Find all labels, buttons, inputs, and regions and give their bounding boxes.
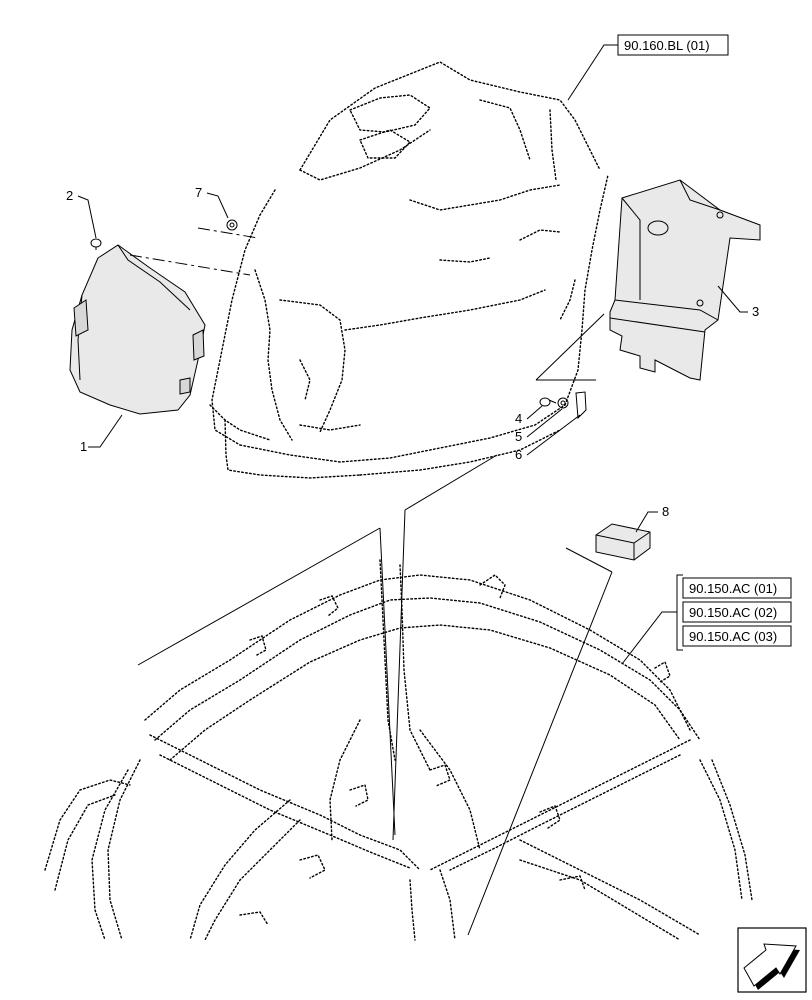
reference-90-150-ac-03-label: 90.150.AC (03) — [689, 629, 777, 644]
part-2-screw — [90, 238, 102, 250]
callout-6: 6 — [515, 414, 581, 462]
callout-1-label: 1 — [80, 439, 87, 454]
callout-3: 3 — [717, 285, 759, 319]
callout-5: 5 — [515, 408, 563, 444]
callout-7: 7 — [195, 185, 229, 219]
roof-console-assembly — [209, 61, 609, 479]
callout-8-label: 8 — [662, 504, 669, 519]
part-6-clip — [575, 391, 587, 420]
reference-90-150-ac-02[interactable]: 90.150.AC (02) — [682, 601, 792, 623]
callout-1: 1 — [80, 414, 123, 454]
reference-90-150-ac-01-label: 90.150.AC (01) — [689, 581, 777, 596]
next-page-arrow-icon[interactable] — [737, 927, 807, 993]
part-8-pad — [595, 523, 651, 561]
reference-group-90-150-ac — [621, 574, 683, 665]
callout-4-label: 4 — [515, 411, 522, 426]
reference-90-150-ac-01[interactable]: 90.150.AC (01) — [682, 577, 792, 599]
part-5-washer — [557, 397, 569, 409]
reference-90-160-bl-label: 90.160.BL (01) — [624, 38, 710, 53]
reference-90-150-ac-02-label: 90.150.AC (02) — [689, 605, 777, 620]
callout-5-label: 5 — [515, 429, 522, 444]
reference-90-160-bl[interactable]: 90.160.BL (01) — [567, 34, 729, 101]
callout-7-label: 7 — [195, 185, 202, 200]
callout-2-label: 2 — [66, 188, 73, 203]
part-4-bolt — [539, 397, 557, 407]
part-7-grommet — [226, 219, 238, 231]
callout-4: 4 — [515, 405, 543, 426]
callout-6-label: 6 — [515, 447, 522, 462]
callout-2: 2 — [66, 188, 97, 239]
part-3-rear-bracket — [609, 179, 761, 381]
reference-90-150-ac-03[interactable]: 90.150.AC (03) — [682, 625, 792, 647]
callout-3-label: 3 — [752, 304, 759, 319]
part-1-side-cover — [69, 244, 206, 415]
cab-roof-frame-assembly — [44, 559, 753, 941]
callout-8: 8 — [635, 504, 669, 533]
